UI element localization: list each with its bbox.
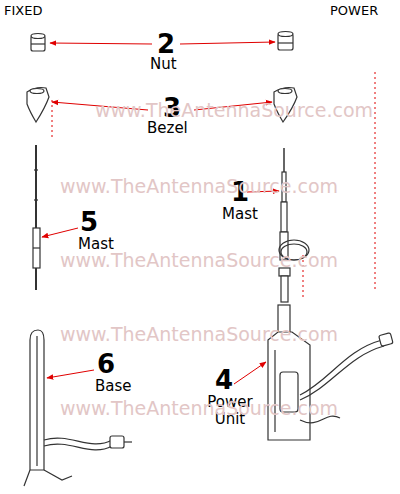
callout-number: 2 <box>157 30 175 59</box>
watermark: www.TheAntennaSource.com <box>60 398 338 419</box>
callout-number: 6 <box>97 350 115 379</box>
watermark: www.TheAntennaSource.com <box>60 324 338 345</box>
part-name: Bezel <box>147 120 188 137</box>
callout-number: 4 <box>215 366 233 395</box>
part-name: Base <box>95 378 132 395</box>
guide-lines <box>52 72 375 300</box>
part-name: Mast <box>222 206 258 223</box>
panel-heading: POWER <box>330 4 378 18</box>
callout-number: 5 <box>80 208 98 237</box>
watermark: www.TheAntennaSource.com <box>60 176 338 197</box>
watermark: www.TheAntennaSource.com <box>95 100 373 121</box>
panel-heading: FIXED <box>4 4 42 18</box>
part-name: Nut <box>150 56 177 73</box>
watermark: www.TheAntennaSource.com <box>60 250 338 271</box>
power-antenna <box>268 32 393 441</box>
